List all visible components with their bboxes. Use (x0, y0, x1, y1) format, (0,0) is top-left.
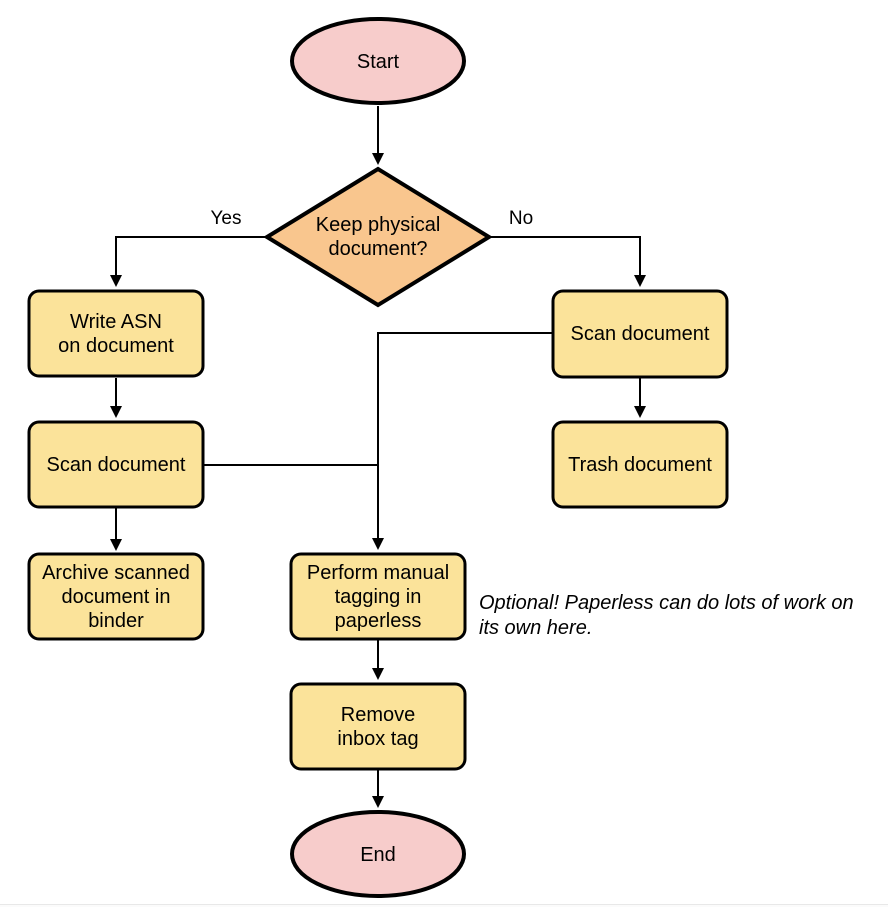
edge-scan-right-to-tagging (372, 332, 552, 550)
archive-in-binder-node (27, 552, 205, 641)
start-node (290, 17, 466, 105)
trash-document-node (551, 420, 729, 509)
page-bottom-divider (0, 904, 888, 907)
manual-tagging-node (289, 552, 467, 641)
edge-label-no: No (508, 208, 534, 229)
edge-decision-yes-to-write-asn (110, 236, 267, 287)
remove-inbox-tag-node (289, 682, 467, 771)
scan-document-right-node (551, 289, 729, 379)
write-asn-node (27, 289, 205, 378)
edge-decision-no-to-scan-right (489, 236, 646, 287)
scan-document-left-node (27, 420, 205, 509)
decision-keep-physical-node (263, 166, 493, 308)
optional-annotation-note: Optional! Paperless can do lots of work … (479, 592, 854, 639)
end-node (290, 810, 466, 898)
edge-label-yes: Yes (210, 208, 242, 229)
